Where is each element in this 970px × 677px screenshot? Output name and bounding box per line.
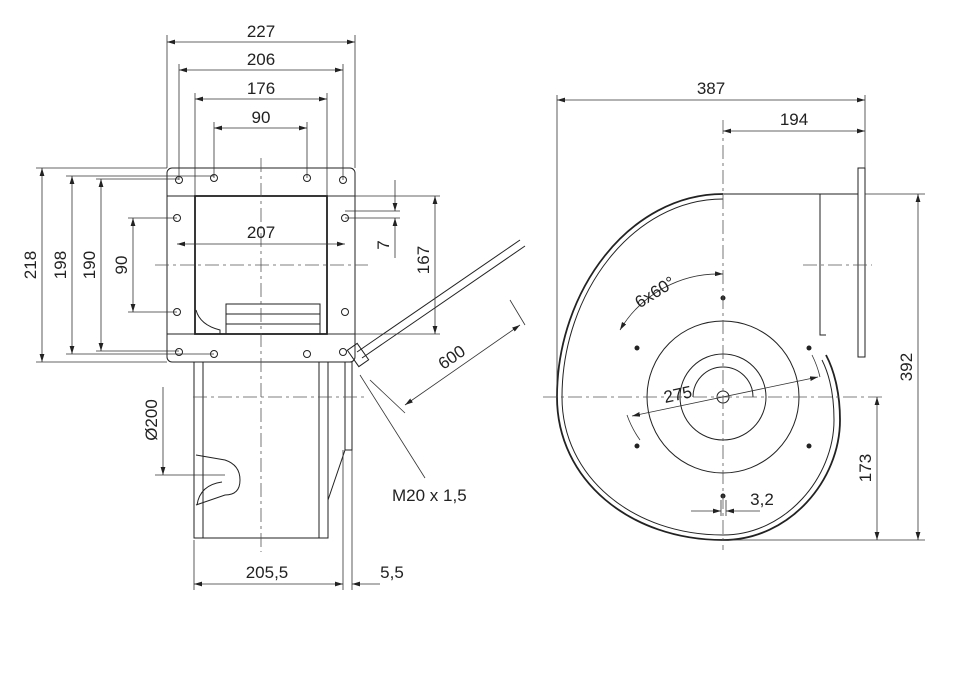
dim-206: 206 bbox=[247, 50, 275, 69]
dim-167: 167 bbox=[414, 246, 433, 274]
dim-190: 190 bbox=[80, 251, 99, 279]
motor-housing bbox=[195, 454, 241, 506]
dim-diameter-200: Ø200 bbox=[142, 399, 161, 441]
dim-198: 198 bbox=[51, 251, 70, 279]
thread-label: M20 x 1,5 bbox=[392, 486, 467, 505]
scroll-housing bbox=[556, 193, 841, 541]
front-view bbox=[155, 158, 526, 552]
dim-218: 218 bbox=[21, 251, 40, 279]
dim-387: 387 bbox=[697, 79, 725, 98]
dim-205-5: 205,5 bbox=[246, 563, 289, 582]
outlet-flange bbox=[857, 167, 866, 358]
dim-90-top: 90 bbox=[252, 108, 271, 127]
side-view bbox=[543, 120, 882, 550]
dim-5-5: 5,5 bbox=[380, 563, 404, 582]
dim-90-left: 90 bbox=[112, 256, 131, 275]
angle-6x60: 6x60° bbox=[632, 273, 679, 312]
dim-3-2: 3,2 bbox=[750, 490, 774, 509]
front-view-labels: 227 206 176 90 218 198 190 90 207 7 167 … bbox=[21, 22, 469, 582]
dim-275: 275 bbox=[662, 382, 694, 406]
dim-600: 600 bbox=[435, 342, 469, 374]
dim-176: 176 bbox=[247, 79, 275, 98]
dim-392: 392 bbox=[897, 353, 916, 381]
side-view-dimensions bbox=[556, 95, 925, 541]
motor-connector bbox=[225, 303, 321, 335]
dim-207: 207 bbox=[247, 223, 275, 242]
dim-227: 227 bbox=[247, 22, 275, 41]
side-view-labels: 387 194 392 173 6x60° 275 3,2 bbox=[632, 79, 916, 509]
cable bbox=[346, 239, 526, 368]
dim-173: 173 bbox=[856, 454, 875, 482]
dim-7: 7 bbox=[374, 240, 393, 249]
front-view-dimensions bbox=[36, 35, 526, 590]
dim-194: 194 bbox=[780, 110, 808, 129]
